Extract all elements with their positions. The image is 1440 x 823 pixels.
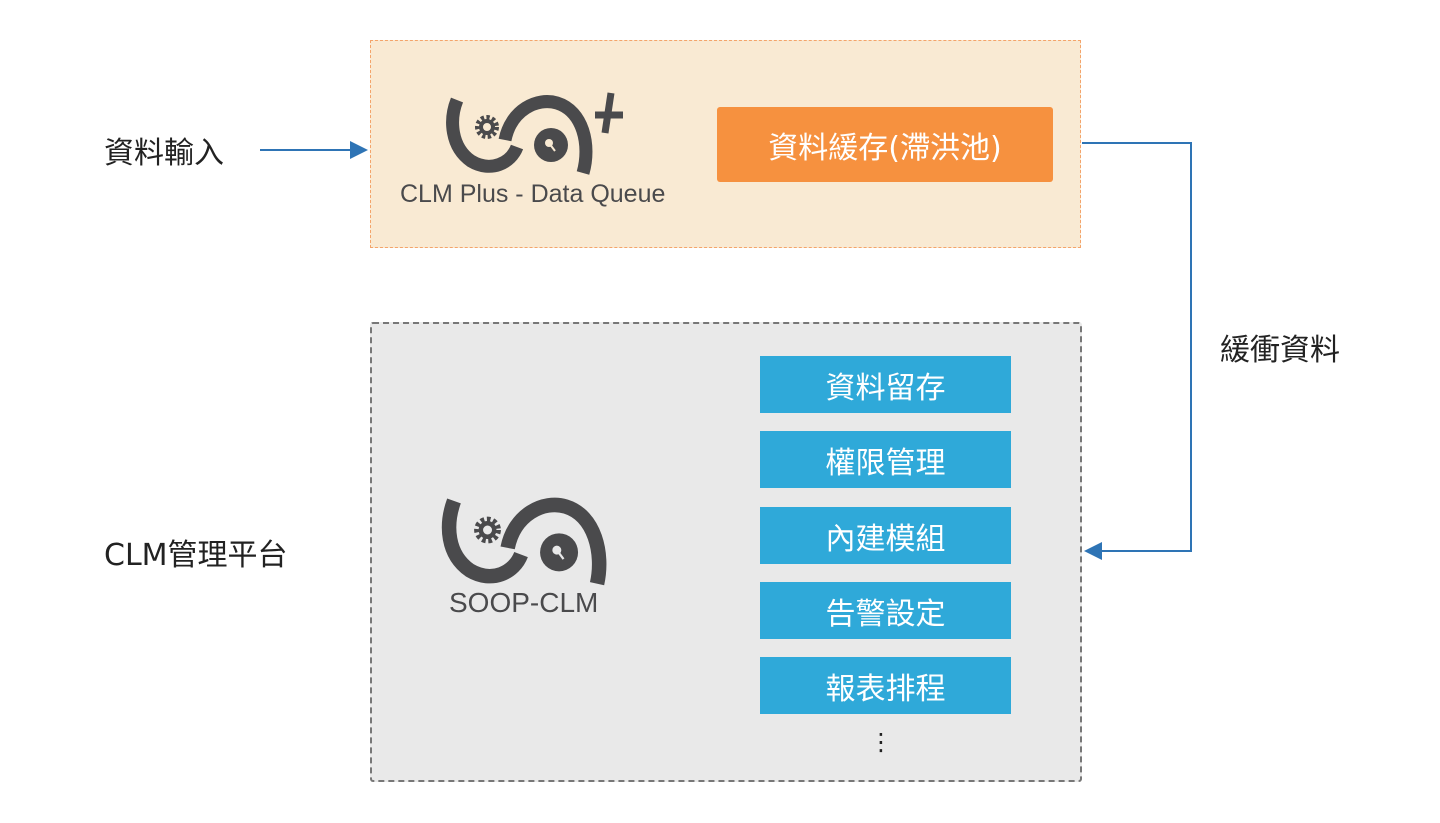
input-arrow (260, 141, 368, 159)
module-data-retention[interactable]: 資料留存 (760, 356, 1011, 413)
more-ellipsis: ⋮ (869, 728, 893, 756)
queue-logo-text: CLM Plus - Data Queue (400, 180, 666, 208)
platform-label: CLM管理平台 (104, 538, 288, 573)
module-permission-management[interactable]: 權限管理 (760, 431, 1011, 488)
clm-logo-text: SOOP-CLM (449, 587, 599, 618)
clm-plus-logo (446, 92, 623, 175)
module-alert-settings[interactable]: 告警設定 (760, 582, 1011, 639)
soop-clm-logo (441, 497, 607, 586)
buffer-arrow (1082, 142, 1192, 560)
cache-button[interactable]: 資料緩存(滯洪池) (717, 107, 1053, 182)
module-report-scheduling[interactable]: 報表排程 (760, 657, 1011, 714)
module-builtin-modules[interactable]: 內建模組 (760, 507, 1011, 564)
input-label: 資料輸入 (104, 136, 224, 171)
buffer-label: 緩衝資料 (1220, 333, 1340, 368)
